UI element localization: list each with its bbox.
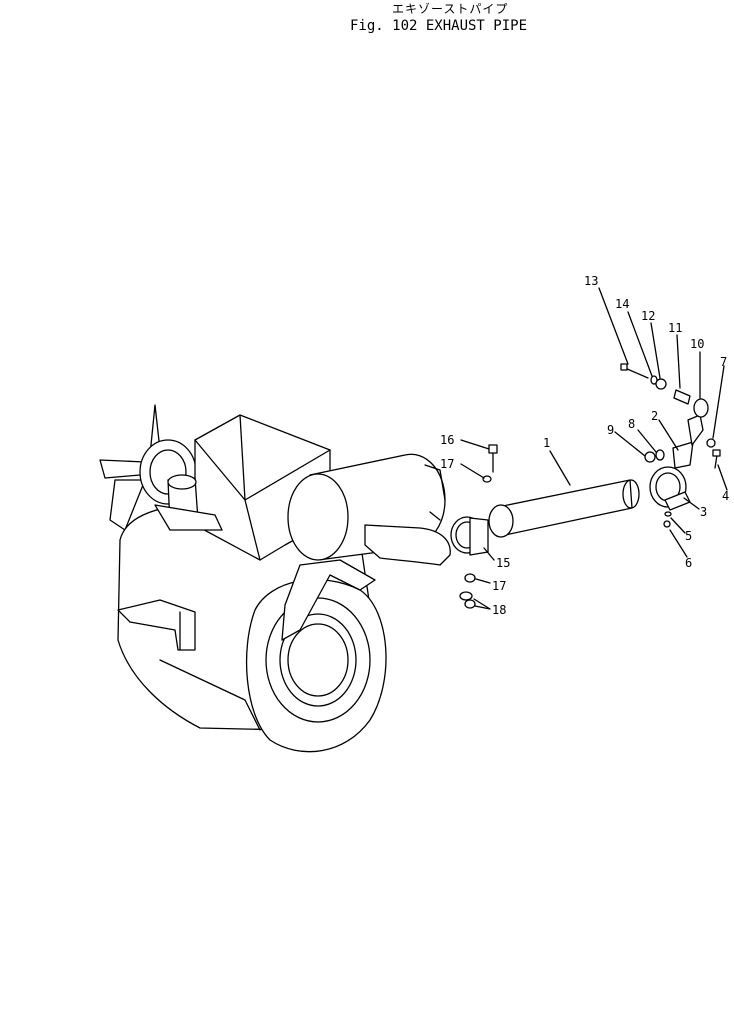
callouts: 1 2 3 4 5 6 7 8 9 10 11 12 13 14 15 16 1… — [440, 274, 729, 617]
leader-lines — [460, 287, 728, 610]
callout-17a: 17 — [440, 457, 454, 471]
bracket-and-fasteners — [620, 363, 721, 528]
callout-13: 13 — [584, 274, 598, 288]
muffler — [287, 453, 451, 566]
callout-10: 10 — [690, 337, 704, 351]
figure-title: Fig. 102 EXHAUST PIPE — [350, 18, 528, 34]
callout-8: 8 — [628, 417, 635, 431]
pipe-clamp-part-15 — [450, 516, 489, 556]
bolt-and-nuts — [459, 444, 498, 609]
callout-9: 9 — [607, 423, 614, 437]
callout-16: 16 — [440, 433, 454, 447]
callout-6: 6 — [685, 556, 692, 570]
callout-12: 12 — [641, 309, 655, 323]
callout-7: 7 — [720, 355, 727, 369]
band-clamp-part-3 — [649, 466, 691, 511]
figure-title-japanese: エキゾーストパイプ — [392, 2, 509, 16]
callout-2: 2 — [651, 409, 658, 423]
callout-11: 11 — [668, 321, 682, 335]
callout-1: 1 — [543, 436, 550, 450]
callout-18: 18 — [492, 603, 506, 617]
callout-14: 14 — [615, 297, 629, 311]
exhaust-pipe-part-1 — [488, 479, 640, 538]
callout-4: 4 — [722, 489, 729, 503]
callout-5: 5 — [685, 529, 692, 543]
callout-3: 3 — [700, 505, 707, 519]
callout-15: 15 — [496, 556, 510, 570]
engine-assembly — [99, 404, 387, 753]
callout-17b: 17 — [492, 579, 506, 593]
